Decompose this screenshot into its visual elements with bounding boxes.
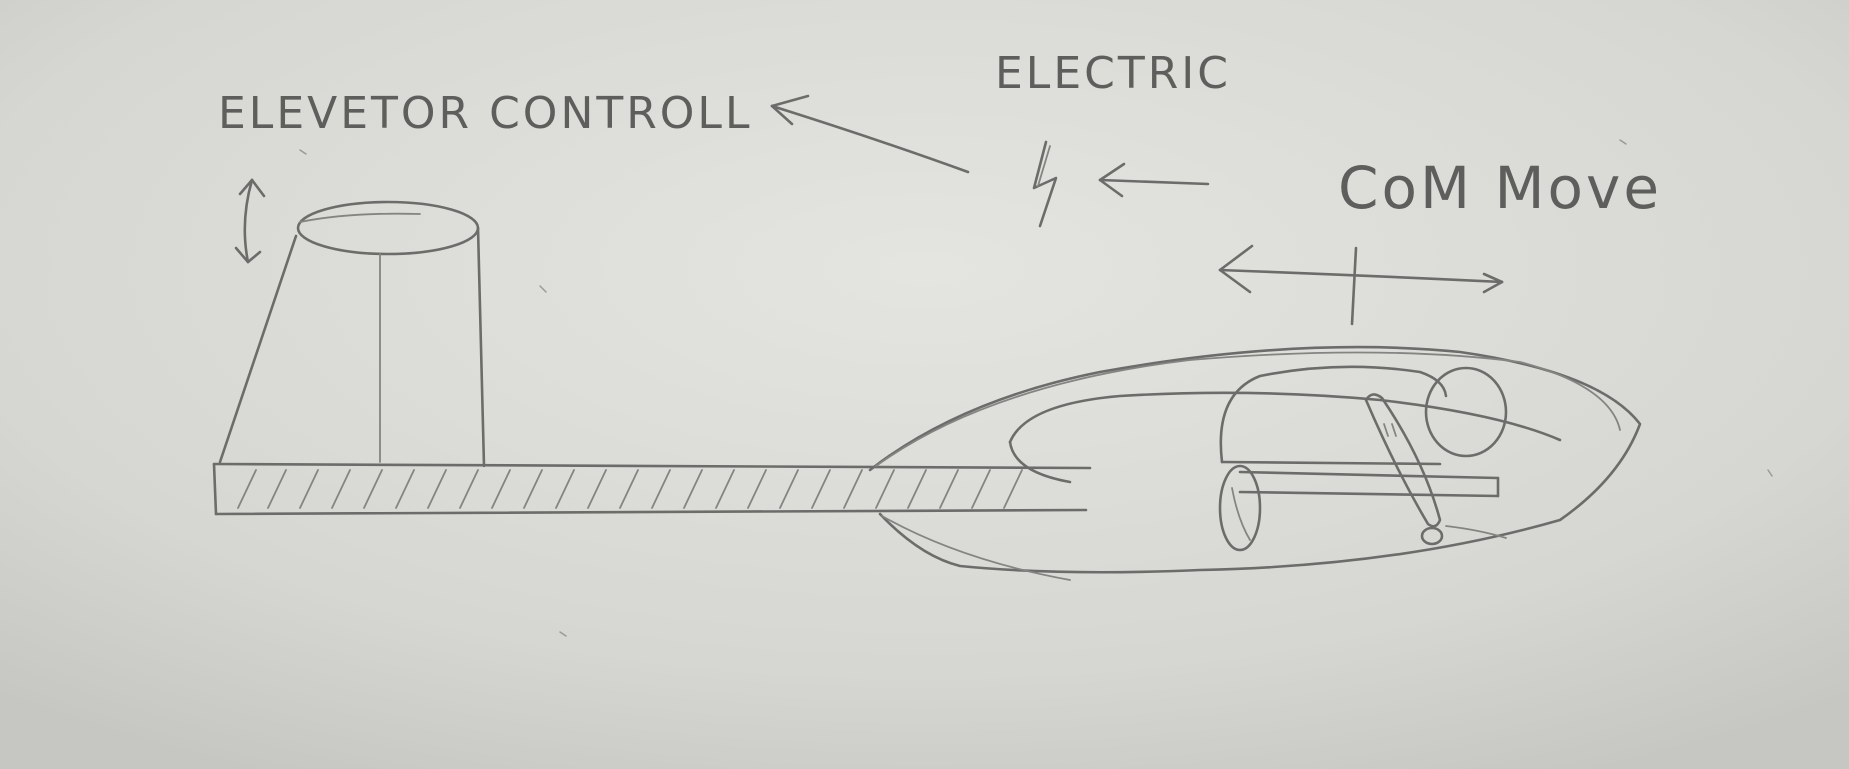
- electric-label: ELECTRIC: [995, 48, 1231, 99]
- elevator-control-label: ELEVETOR CONTROLL: [218, 88, 752, 139]
- com-move-label: CoM Move: [1338, 154, 1662, 222]
